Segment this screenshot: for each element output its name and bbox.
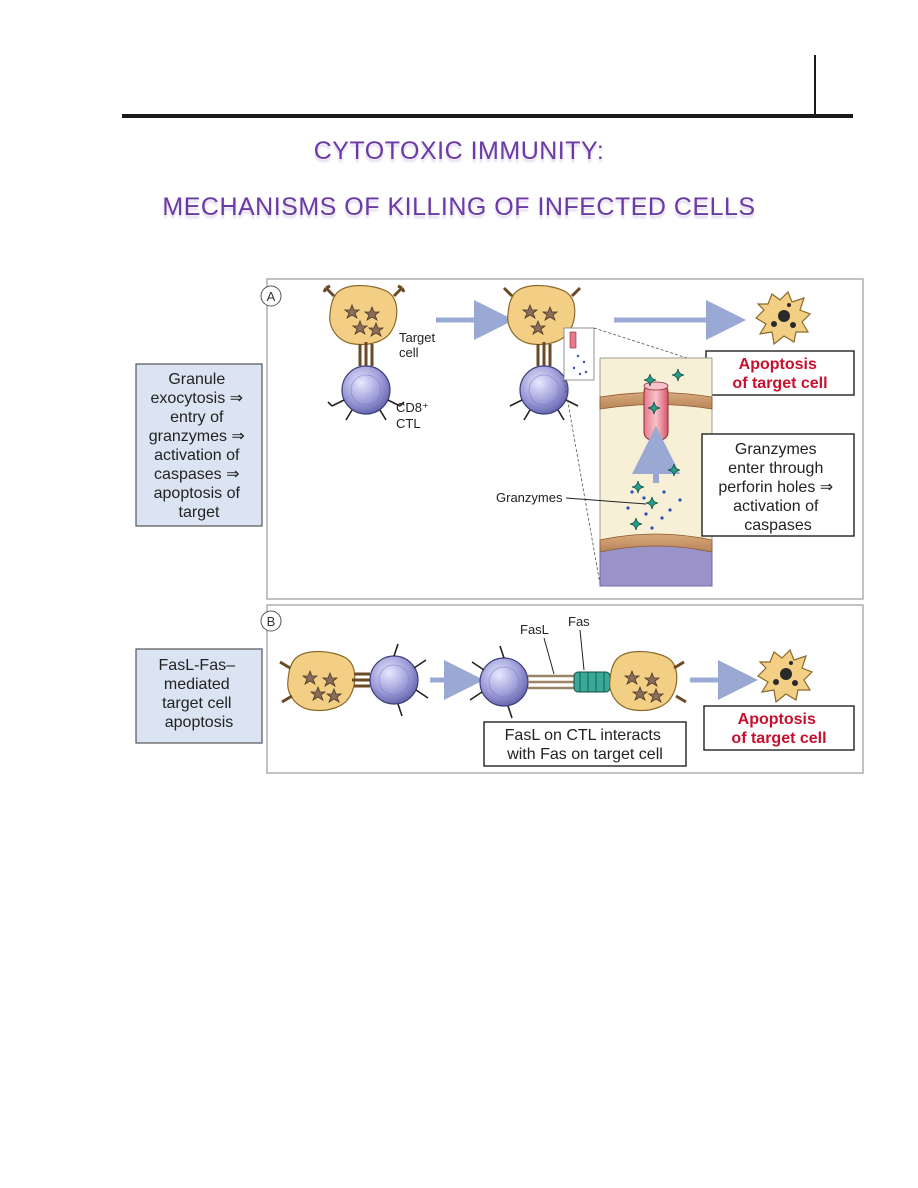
- zoomed-synapse: [599, 357, 713, 587]
- apoptosis-box-a: [705, 350, 855, 396]
- fasl-fas-link: [528, 671, 611, 693]
- panel-a-side-line-2: exocytosis ⇒: [151, 390, 244, 407]
- target-cell-b1: [279, 650, 356, 712]
- interaction-line-1: FasL on CTL interacts: [505, 727, 661, 744]
- panel-b-side-line-2: mediated: [164, 676, 230, 693]
- panel-b-side-box: [135, 648, 263, 744]
- zoom-line-top: [593, 327, 713, 367]
- fasl-pointer: [543, 637, 555, 675]
- header-rule: [122, 114, 853, 118]
- cytotoxic-mechanisms-figure: A Granule exocytosis ⇒ entry of granzyme…: [135, 278, 864, 774]
- interaction-box-text: FasL on CTL interacts with Fas on target…: [505, 727, 666, 763]
- receptor-link-a1: [358, 342, 374, 368]
- panel-a-side-line-8: target: [179, 504, 220, 521]
- granzyme-box-line-5: caspases: [744, 517, 812, 534]
- ctl-cell-a2: [509, 365, 579, 421]
- receptor-link-a2: [536, 342, 552, 368]
- panel-a-side-line-5: activation of: [154, 447, 240, 464]
- ctl-cell-b2: [469, 645, 529, 719]
- fasl-label: FasL: [520, 622, 549, 637]
- zoom-line-bottom: [563, 379, 601, 585]
- granzymes-label: Granzymes: [496, 490, 563, 505]
- apoptosis-box-b-text: Apoptosis of target cell: [731, 711, 826, 747]
- panel-a-side-box: [135, 363, 263, 527]
- target-cell-b2: [609, 650, 687, 712]
- panel-b-label: B: [267, 614, 276, 629]
- panel-a-side-line-3: entry of: [170, 409, 224, 426]
- fas-label: Fas: [568, 614, 590, 629]
- zoom-region-pore: [569, 331, 577, 349]
- receptor-link-b1: [352, 672, 370, 688]
- panel-a-side-box-text: Granule exocytosis ⇒ entry of granzymes …: [149, 371, 250, 521]
- panel-b-side-line-1: FasL-Fas–: [159, 657, 236, 674]
- granzyme-box-line-1: Granzymes: [735, 441, 817, 458]
- apoptosis-b-line-1: Apoptosis: [738, 711, 816, 728]
- panel-a-label: A: [267, 289, 276, 304]
- granzyme-explanation-text: Granzymes enter through perforin holes ⇒…: [718, 441, 837, 534]
- panel-b-side-box-text: FasL-Fas– mediated target cell apoptosis: [159, 657, 240, 731]
- ctl-cell-b1: [369, 643, 429, 717]
- apoptosis-a-line-1: Apoptosis: [739, 356, 817, 373]
- panel-a-badge: [260, 285, 282, 307]
- granzyme-explanation-box: [701, 433, 855, 537]
- fas-pointer: [579, 629, 585, 671]
- ctl-label: CD8⁺ CTL: [396, 400, 433, 431]
- granzyme-box-line-2: enter through: [728, 460, 823, 477]
- panel-b-side-line-4: apoptosis: [165, 714, 234, 731]
- target-cell-a2: [502, 284, 582, 346]
- interaction-box: [483, 721, 687, 767]
- granzyme-box-line-3: perforin holes ⇒: [718, 479, 833, 496]
- header-vertical-rule: [814, 55, 816, 114]
- target-cell-a1: [322, 284, 406, 346]
- page-title-line-1: CYTOTOXIC IMMUNITY:: [313, 137, 605, 165]
- apoptosis-box-a-text: Apoptosis of target cell: [732, 356, 827, 392]
- apoptosis-b-line-2: of target cell: [731, 730, 826, 747]
- page-title-line-2: MECHANISMS OF KILLING OF INFECTED CELLS: [162, 193, 756, 221]
- ctl-label-line-1: CD8⁺: [396, 400, 429, 415]
- panel-b-badge: [260, 610, 282, 632]
- apoptosis-box-b: [703, 705, 855, 751]
- target-cell-label-line-1: Target: [399, 330, 436, 345]
- apoptosis-a-line-2: of target cell: [732, 375, 827, 392]
- panel-a-side-line-1: Granule: [168, 371, 225, 388]
- zoom-region-granzymes: [572, 354, 588, 376]
- panel-a-side-line-6: caspases ⇒: [154, 466, 239, 483]
- panel-a-side-line-7: apoptosis of: [154, 485, 241, 502]
- panel-b-side-line-3: target cell: [162, 695, 231, 712]
- zoom-region-box: [563, 327, 595, 381]
- granzymes-pointer: [565, 497, 647, 505]
- interaction-line-2: with Fas on target cell: [506, 746, 663, 763]
- panel-a-side-line-4: granzymes ⇒: [149, 428, 245, 445]
- ctl-label-line-2: CTL: [396, 416, 421, 431]
- target-cell-label: Target cell: [399, 330, 439, 360]
- perforin-pore: [643, 383, 669, 441]
- target-cell-label-line-2: cell: [399, 345, 419, 360]
- granzyme-box-line-4: activation of: [733, 498, 819, 515]
- ctl-cell-a1: [327, 365, 405, 421]
